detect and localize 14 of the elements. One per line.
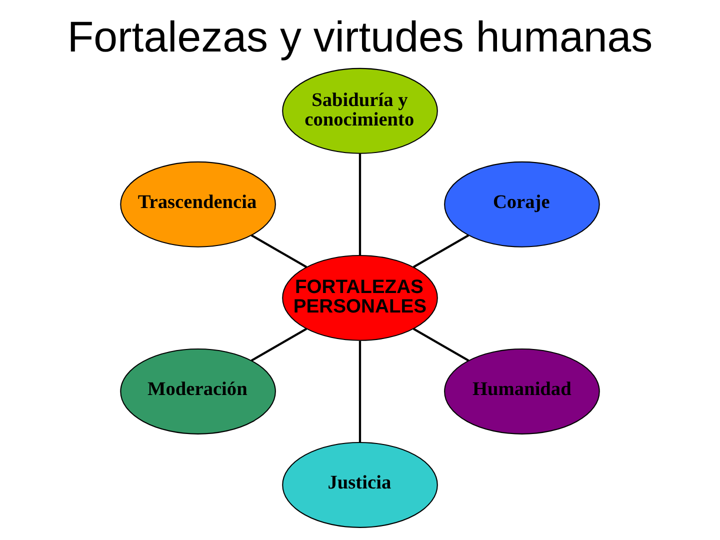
- diagram-title: Fortalezas y virtudes humanas: [67, 13, 653, 62]
- node-ellipse: Trascendencia: [120, 161, 276, 248]
- node-ellipse: Moderación: [120, 348, 276, 434]
- connector: [250, 328, 308, 362]
- connector: [412, 234, 470, 268]
- connector: [358, 154, 362, 256]
- connector: [412, 328, 470, 362]
- node-ellipse: Humanidad: [444, 348, 600, 434]
- connector: [358, 340, 362, 442]
- node-ellipse: Justicia: [282, 442, 438, 528]
- connector: [250, 234, 308, 268]
- node-ellipse: Sabiduría y conocimiento: [282, 68, 438, 154]
- node-ellipse: Coraje: [444, 161, 600, 248]
- node-ellipse: FORTALEZAS PERSONALES: [282, 254, 438, 341]
